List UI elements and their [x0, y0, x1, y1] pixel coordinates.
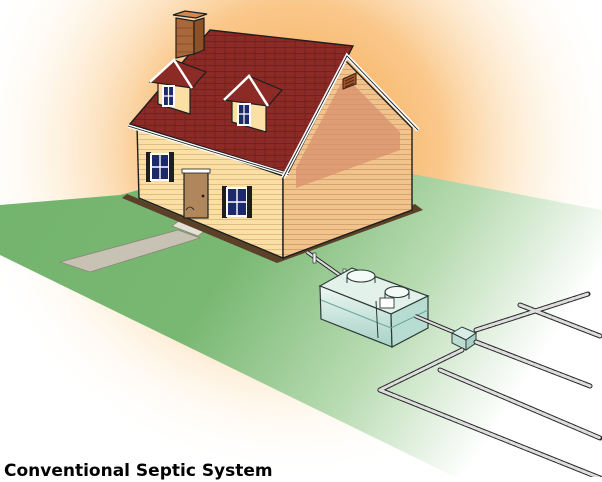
window-front-left	[146, 152, 174, 182]
window-front-right	[222, 186, 252, 218]
front-door	[182, 169, 210, 218]
diagram-title: Conventional Septic System	[4, 460, 273, 482]
